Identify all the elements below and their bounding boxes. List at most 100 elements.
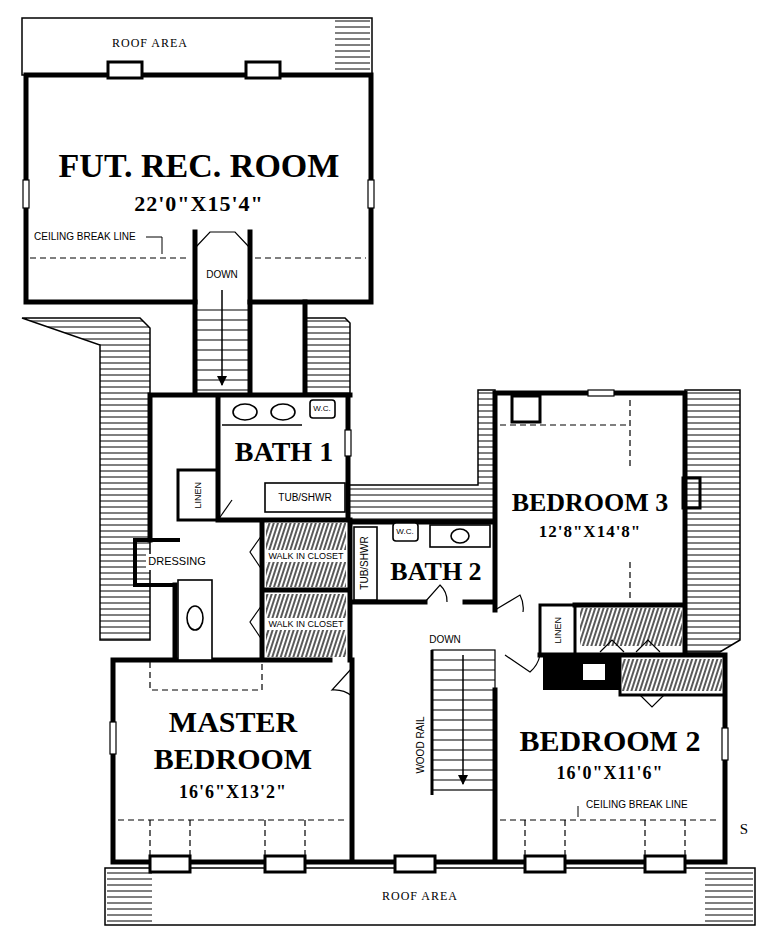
- room-dimensions: 22'0"X15'4": [134, 191, 264, 217]
- roof-label: ROOF AREA: [110, 37, 190, 51]
- closet-door: [250, 535, 262, 640]
- room-label: FUT. REC. ROOM 22'0"X15'4": [30, 136, 368, 228]
- dashed-line: [118, 819, 720, 820]
- leader-line: [146, 237, 162, 254]
- leader-line: [578, 806, 579, 817]
- closet-hatch: [266, 594, 346, 657]
- closet-label: WALK IN CLOSET: [264, 612, 348, 636]
- fixtures: [178, 400, 490, 660]
- sink: [451, 529, 469, 543]
- room-name: LINEN: [193, 482, 204, 509]
- dormer: [246, 62, 280, 78]
- closet-label: LINEN: [180, 472, 216, 518]
- room-name: BEDROOM 3: [512, 487, 669, 518]
- roof-hatch: [685, 390, 740, 652]
- room-label: BEDROOM 2 16'0"X11'6": [500, 712, 720, 796]
- door-swing: [505, 655, 540, 672]
- room-name: MASTER BEDROOM: [143, 703, 323, 778]
- roof-outline: [22, 18, 372, 75]
- vanity: [430, 525, 490, 547]
- roof-label: ROOF AREA: [380, 890, 460, 904]
- small-closet: [512, 396, 540, 422]
- window: [110, 722, 116, 754]
- room-name: BATH 1: [235, 435, 333, 469]
- door-swing: [332, 668, 352, 696]
- linen-closet: [178, 470, 218, 520]
- chimney-flue: [583, 664, 605, 680]
- room-label: BEDROOM 312'8"X14'8": [500, 478, 680, 552]
- dashed-line: [150, 820, 685, 855]
- wall: [113, 232, 725, 862]
- closet-hatch: [580, 608, 682, 646]
- window: [345, 430, 351, 456]
- fixture-label: W.C.: [394, 527, 415, 536]
- stair: [432, 650, 495, 790]
- dormers-windows: [23, 62, 728, 872]
- door-swing: [495, 595, 523, 612]
- closet-label: LINEN: [542, 607, 574, 653]
- door-swing: [218, 500, 232, 520]
- roof-outline: [105, 868, 755, 925]
- tub: [265, 483, 345, 512]
- doors: [218, 500, 664, 707]
- sink: [271, 404, 295, 420]
- fixture-label: W.C.: [311, 404, 332, 413]
- dormer: [150, 856, 190, 872]
- roof-hatch: [705, 870, 753, 923]
- window: [722, 728, 728, 760]
- room-name: FUT. REC. ROOM: [59, 146, 340, 187]
- roof-hatch: [335, 20, 370, 73]
- room-name: BEDROOM 2: [520, 723, 701, 759]
- dashed-line: [30, 257, 366, 258]
- stair-top: [195, 232, 250, 248]
- room-name: DRESSING: [146, 554, 207, 569]
- room-name: WALK IN CLOSET: [266, 550, 345, 563]
- dormer: [108, 62, 142, 78]
- roof-hatch: [348, 390, 495, 520]
- room-label: BATH 2: [380, 552, 492, 592]
- dormer: [645, 856, 685, 872]
- roof-hatching: [22, 18, 755, 925]
- room-dimensions: 16'6"X13'2": [179, 782, 287, 804]
- walls: [26, 75, 725, 862]
- dormer: [525, 856, 565, 872]
- sink: [233, 404, 257, 420]
- stair-label: DOWN: [204, 269, 240, 281]
- closet-door: [600, 640, 664, 707]
- room-dimensions: 16'0"X11'6": [557, 763, 664, 785]
- note-label: CEILING BREAK LINE: [32, 231, 138, 243]
- room-label: DRESSING: [137, 546, 217, 578]
- chimney-block: [543, 655, 620, 690]
- roof-hatch: [107, 870, 152, 923]
- roof-hatch: [305, 318, 350, 395]
- roof-hatch: [22, 318, 150, 640]
- stair-arrow: [221, 290, 223, 385]
- room-name: LINEN: [553, 617, 564, 644]
- door-swing: [425, 585, 447, 602]
- toilet-box: [393, 523, 418, 541]
- ceiling-break-lines: [30, 258, 720, 855]
- wall: [26, 75, 371, 302]
- rail-label: WOOD RAIL: [415, 714, 427, 775]
- stair-label: DOWN: [427, 634, 463, 646]
- counter: [222, 424, 302, 426]
- room-label: MASTER BEDROOM 16'6"X13'2": [118, 692, 348, 814]
- wall-bump: [683, 478, 700, 508]
- room-name: WALK IN CLOSET: [266, 618, 345, 631]
- room-label: BATH 1: [222, 430, 346, 474]
- fixture-label: TUB/SHWR: [359, 534, 371, 591]
- fixture-label: TUB/SHWR: [276, 492, 333, 504]
- sheet-mark: S: [738, 821, 750, 838]
- note-label: CEILING BREAK LINE: [584, 799, 690, 811]
- sink: [187, 606, 203, 630]
- chimney: [543, 655, 620, 690]
- stair-arrow: [462, 655, 464, 784]
- dormer: [265, 856, 305, 872]
- dashed-line: [150, 662, 262, 690]
- closet-hatch: [266, 523, 346, 587]
- window: [588, 390, 614, 396]
- dormer: [395, 856, 435, 872]
- vanity: [178, 580, 212, 660]
- closet-label: WALK IN CLOSET: [264, 544, 348, 568]
